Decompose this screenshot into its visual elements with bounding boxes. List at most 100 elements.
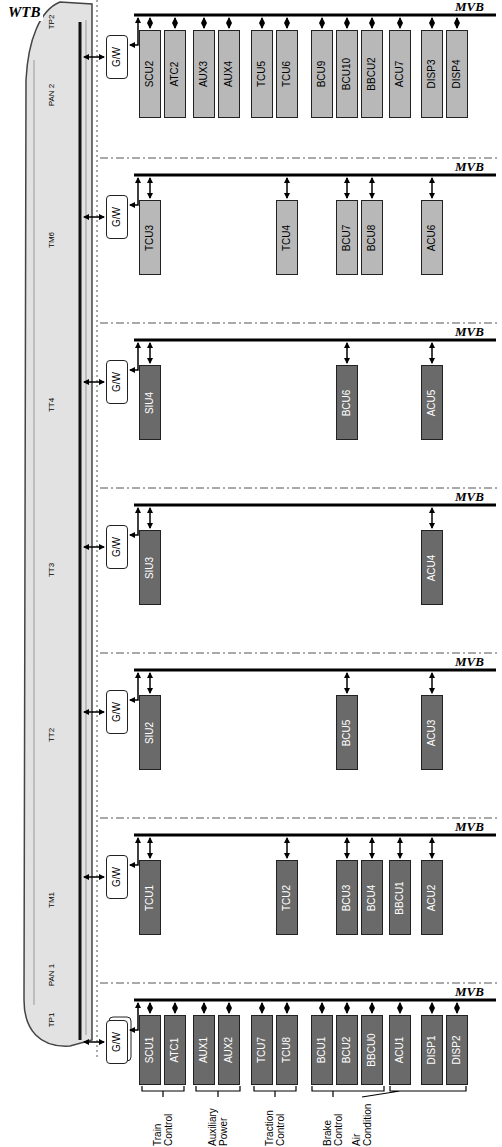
mvb-link [371, 1003, 373, 1013]
unit-name: ATC2 [170, 62, 180, 87]
mvb-link [130, 18, 138, 45]
control-unit-box: TCU5 [251, 30, 273, 118]
unit-name: TCU2 [282, 884, 292, 910]
unit-name: G/W [112, 702, 122, 722]
control-unit-box: TCU8 [276, 1015, 298, 1085]
wtb-link [84, 876, 104, 878]
mvb-link [149, 508, 151, 528]
unit-name: BCU2 [342, 1037, 352, 1064]
control-unit-box: BBCU1 [389, 860, 411, 935]
mvb-link [130, 673, 138, 700]
mvb-bus [134, 504, 496, 507]
control-unit-box: BCU3 [336, 860, 358, 935]
mvb-bus [134, 14, 496, 17]
mvb-link [431, 1003, 433, 1013]
train-roof-line [34, 20, 86, 1035]
gateway-box: G/W [106, 525, 128, 569]
group-label: Train Control [152, 1100, 174, 1146]
control-unit-box: AUX4 [218, 30, 240, 118]
control-unit-box: BCU10 [336, 30, 358, 118]
mvb-link [149, 343, 151, 363]
unit-name: BBCU2 [367, 57, 377, 90]
mvb-link [261, 1003, 263, 1013]
control-unit-box: BBCU0 [361, 1015, 383, 1085]
wtb-link [84, 711, 104, 713]
unit-name: BCU1 [317, 1037, 327, 1064]
mvb-bus [134, 999, 496, 1002]
unit-name: G/W [112, 1032, 122, 1052]
unit-name: BCU7 [342, 224, 352, 251]
control-unit-box: TCU7 [251, 1015, 273, 1085]
unit-name: ACU6 [427, 224, 437, 251]
unit-name: AUX4 [224, 61, 234, 87]
control-unit-box: BBCU2 [361, 30, 383, 118]
mvb-link [431, 178, 433, 198]
unit-name: TCU1 [145, 884, 155, 910]
mvb-link [371, 18, 373, 28]
mvb-link [431, 18, 433, 28]
unit-name: SIU3 [145, 556, 155, 578]
mvb-link [130, 1003, 138, 1030]
control-unit-box: TCU6 [276, 30, 298, 118]
unit-name: TCU5 [257, 61, 267, 87]
wtb-bus [79, 22, 82, 1040]
mvb-link [431, 838, 433, 858]
control-unit-box: ATC2 [164, 30, 186, 118]
car-label: TP2 [48, 15, 57, 30]
mvb-link [286, 838, 288, 858]
mvb-link [346, 838, 348, 858]
control-unit-box: TCU4 [276, 200, 298, 275]
mvb-link [174, 18, 176, 28]
unit-name: ACU1 [395, 1037, 405, 1064]
car-label: TT4 [48, 398, 57, 412]
control-unit-box: ACU5 [421, 365, 443, 440]
control-unit-box: BCU6 [336, 365, 358, 440]
mvb-link [149, 178, 151, 198]
control-unit-box: SIU4 [139, 365, 161, 440]
unit-name: SCU2 [145, 61, 155, 88]
control-unit-box: BCU1 [311, 1015, 333, 1085]
group-label: Air Condition [351, 1100, 373, 1146]
unit-name: BCU5 [342, 719, 352, 746]
unit-name: ACU3 [427, 719, 437, 746]
wtb-link [84, 56, 104, 58]
mvb-link [346, 18, 348, 28]
unit-name: TCU8 [282, 1037, 292, 1063]
unit-name: TCU6 [282, 61, 292, 87]
mvb-link [456, 18, 458, 28]
unit-name: AUX3 [199, 61, 209, 87]
mvb-link [399, 18, 401, 28]
unit-name: ACU4 [427, 554, 437, 581]
mvb-link [321, 18, 323, 28]
mvb-link [286, 18, 288, 28]
mvb-link [149, 1003, 151, 1013]
control-unit-box: SCU2 [139, 30, 161, 118]
unit-name: BCU3 [342, 884, 352, 911]
unit-name: BBCU0 [367, 1033, 377, 1066]
mvb-link [431, 673, 433, 693]
control-unit-box: ACU1 [389, 1015, 411, 1085]
mvb-link [346, 343, 348, 363]
control-unit-box: BCU2 [336, 1015, 358, 1085]
mvb-bus [134, 339, 496, 342]
unit-name: AUX2 [224, 1037, 234, 1063]
mvb-link [228, 1003, 230, 1013]
unit-name: DISP3 [427, 60, 437, 89]
control-unit-box: BCU9 [311, 30, 333, 118]
gateway-box: G/W [106, 195, 128, 239]
unit-name: DISP2 [452, 1036, 462, 1065]
bus-name: MVB [455, 160, 484, 174]
unit-name: AUX1 [199, 1037, 209, 1063]
mvb-link [130, 838, 138, 865]
control-unit-box: ACU4 [421, 530, 443, 605]
mvb-link [203, 18, 205, 28]
car-label: TT3 [48, 563, 57, 577]
control-unit-box: TCU2 [276, 860, 298, 935]
mvb-link [346, 178, 348, 198]
unit-name: BCU8 [367, 224, 377, 251]
control-unit-box: BCU5 [336, 695, 358, 770]
mvb-link [371, 178, 373, 198]
control-unit-box: SCU1 [139, 1015, 161, 1085]
car-label: TP1 [48, 1013, 57, 1028]
control-unit-box: SIU2 [139, 695, 161, 770]
